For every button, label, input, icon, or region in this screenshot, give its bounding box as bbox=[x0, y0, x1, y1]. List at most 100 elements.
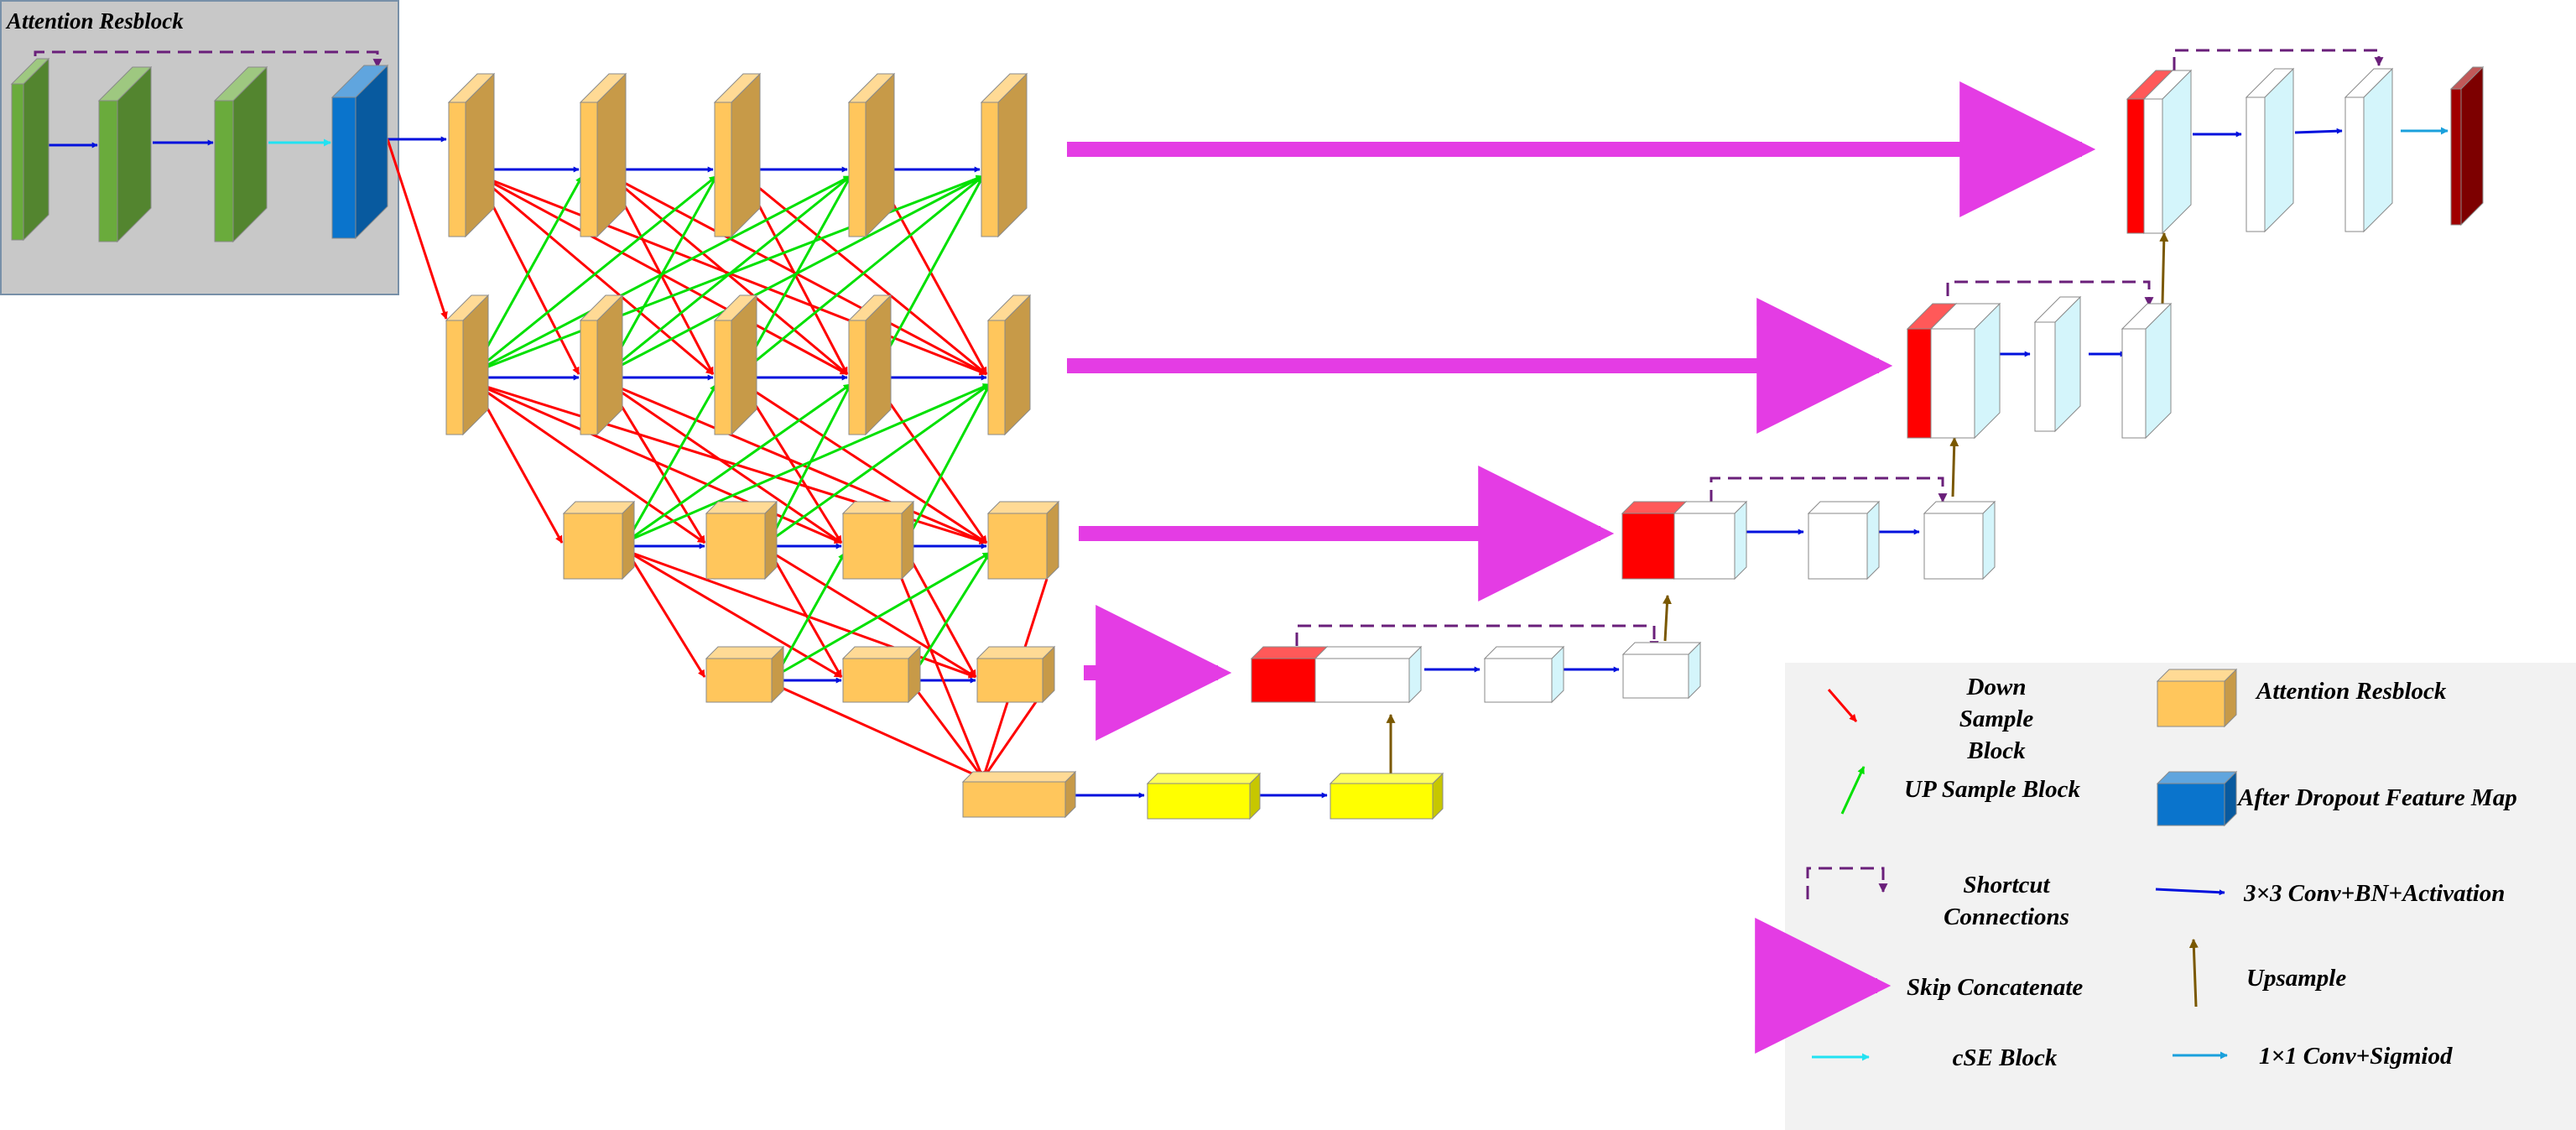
up-arrow-r1c1-r0c2 bbox=[606, 175, 718, 373]
up-arrow-r3c2-r2c4 bbox=[775, 551, 991, 677]
down-arrow-r3c2-bottleneck bbox=[775, 684, 984, 780]
down-arrow-r0c0-r1c4 bbox=[476, 173, 987, 376]
decoder-level-1-upsample-arrow bbox=[2159, 232, 2169, 305]
encoder-block-x03 bbox=[847, 72, 896, 238]
encoder-block-x12 bbox=[713, 294, 758, 436]
down-arrow-r1c0-r2c2 bbox=[472, 381, 705, 544]
down-arrow-r0c2-r1c4 bbox=[742, 173, 987, 376]
up-arrow-r3c3-r2c4 bbox=[912, 552, 991, 676]
legend-upsample-arrow bbox=[2188, 938, 2199, 1008]
encoder-block-x14 bbox=[986, 294, 1032, 436]
encoder-block-x01 bbox=[579, 72, 627, 238]
down-arrow-r2c2-r3c3 bbox=[768, 550, 843, 678]
decoder-level-4-conv-block-2 bbox=[1621, 641, 1702, 700]
encoder-block-x23 bbox=[841, 500, 915, 581]
down-arrow-r2c2-r3c4 bbox=[768, 549, 976, 679]
legend-label-conv3: 3×3 Conv+BN+Activation bbox=[2243, 880, 2505, 907]
legend-label-after-dropout: After Dropout Feature Map bbox=[2236, 784, 2517, 811]
legend-panel bbox=[1785, 663, 2576, 1130]
down-arrow-r0c3-r1c4 bbox=[876, 174, 988, 375]
decoder-level-2-conv-block-1 bbox=[2033, 295, 2082, 433]
skip-concatenate-arrows bbox=[1067, 81, 2096, 741]
legend-shortcut-connection bbox=[1806, 867, 1888, 899]
up-arrow-r2c2-r1c3 bbox=[768, 383, 852, 542]
decoder-level-3-conv-block-2 bbox=[1923, 500, 1996, 581]
down-arrow-r1c2-r2c3 bbox=[740, 382, 843, 544]
up-arrow-r2c3-r1c4 bbox=[905, 383, 991, 542]
up-arrow-r2c1-r1c4 bbox=[627, 383, 991, 543]
bottleneck-conv-block-2 bbox=[1329, 772, 1444, 820]
down-arrow-r1c2-r2c4 bbox=[741, 381, 987, 544]
decoder-level-1-conv-block-2 bbox=[2344, 67, 2394, 233]
decoder-level-3-concat-white bbox=[1673, 500, 1748, 581]
decoder-level-1-shortcut bbox=[2173, 49, 2384, 70]
decoder-level-4-conv-block-1 bbox=[1483, 645, 1565, 704]
inset-block-1 bbox=[10, 57, 50, 242]
inset-title: Attention Resblock bbox=[5, 8, 184, 34]
encoder-block-x02 bbox=[713, 72, 762, 238]
legend-conv3-arrow bbox=[2155, 888, 2225, 896]
decoder-level-1-conv-block-1 bbox=[2245, 67, 2295, 233]
decoder-level-1-conv-arrow-2 bbox=[2294, 128, 2343, 134]
decoder-level-2-upsample-arrow bbox=[1949, 436, 1959, 497]
decoder-level-2-shortcut bbox=[1946, 280, 2154, 317]
connection-arrows bbox=[34, 49, 2449, 799]
legend-label-up-sample: UP Sample Block bbox=[1904, 776, 2080, 803]
output-segmentation-map bbox=[2449, 65, 2485, 227]
decoder-level-3-shortcut bbox=[1710, 476, 1948, 503]
down-arrow-r1c1-r2c2 bbox=[606, 382, 706, 544]
down-arrow-r2c1-r3c3 bbox=[626, 549, 842, 679]
decoder-level-3-upsample-arrow bbox=[1662, 594, 1672, 642]
down-arrow-r1c3-r2c4 bbox=[874, 382, 988, 544]
down-arrow-r3c3-bottleneck bbox=[912, 685, 985, 779]
up-arrow-r1c2-r0c4 bbox=[741, 174, 984, 374]
decoder-level-2-conv-block-2 bbox=[2121, 302, 2173, 440]
inset-block-3 bbox=[213, 65, 268, 243]
legend-label-attention-resblock: Attention Resblock bbox=[2255, 678, 2447, 705]
inset-block-2 bbox=[97, 65, 153, 243]
up-arrow-r1c1-r0c3 bbox=[606, 174, 851, 374]
encoder-block-x32 bbox=[705, 645, 785, 704]
legend-label-cse: cSE Block bbox=[1953, 1044, 2058, 1071]
up-arrow-r2c1-r1c2 bbox=[626, 383, 718, 542]
inset-dropout-block bbox=[330, 64, 389, 240]
down-arrow-r1c1-r2c3 bbox=[606, 381, 842, 544]
encoder-block-x33 bbox=[841, 645, 922, 704]
decoder-level-4-concat-white bbox=[1314, 645, 1423, 704]
bottleneck-attention-block bbox=[961, 770, 1077, 819]
up-arrow-r1c2-r0c3 bbox=[740, 175, 852, 373]
legend-label-upsample: Upsample bbox=[2246, 965, 2346, 992]
encoder-block-x22 bbox=[705, 500, 778, 581]
legend-label-skip-concatenate: Skip Concatenate bbox=[1907, 974, 2083, 1001]
legend-after-dropout-symbol bbox=[2156, 770, 2238, 827]
down-arrow-r2c3-r3c4 bbox=[905, 550, 977, 678]
down-arrow-r2c1-r3c2 bbox=[626, 550, 706, 678]
up-arrow-r1c0-r0c1 bbox=[471, 175, 584, 373]
encoder-block-x00 bbox=[447, 72, 496, 238]
up-arrow-r3c2-r2c3 bbox=[775, 552, 846, 676]
bottleneck-conv-block-1 bbox=[1146, 772, 1262, 820]
feature-map-blocks bbox=[10, 57, 2485, 827]
up-arrow-r1c0-r0c2 bbox=[472, 174, 717, 374]
encoder-block-x24 bbox=[986, 500, 1060, 581]
legend-down-sample-arrow bbox=[1827, 689, 1858, 722]
decoder-level-4-shortcut bbox=[1295, 624, 1659, 651]
decoder-level-1-concat-white bbox=[2142, 69, 2193, 235]
decoder-level-2-concat-white bbox=[1929, 302, 2001, 440]
encoder-block-x04 bbox=[980, 72, 1028, 238]
up-arrow-r2c1-r1c3 bbox=[626, 383, 851, 543]
up-arrow-r2c2-r1c4 bbox=[768, 383, 991, 543]
legend-symbols bbox=[1755, 689, 2228, 1061]
encoder-block-x11 bbox=[579, 294, 624, 436]
down-arrow-r2c3-bottleneck bbox=[900, 578, 985, 779]
legend-label-conv1: 1×1 Conv+Sigmiod bbox=[2259, 1043, 2453, 1070]
legend-attention-resblock-symbol bbox=[2156, 668, 2238, 728]
encoder-block-x13 bbox=[847, 294, 892, 436]
down-arrow-r1c1-r2c4 bbox=[606, 381, 987, 544]
up-arrow-r1c3-r0c4 bbox=[874, 175, 985, 373]
down-arrow-inset-to-x10 bbox=[386, 138, 448, 320]
